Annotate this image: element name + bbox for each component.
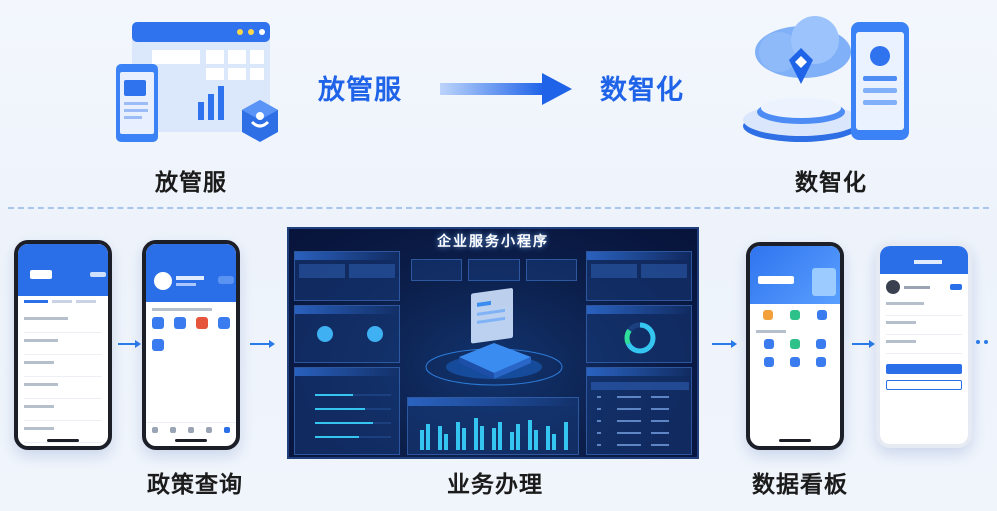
cloud-platform-illustration — [735, 8, 915, 148]
dashboard-title: 企业服务小程序 — [437, 234, 549, 250]
service-icon[interactable] — [789, 310, 800, 320]
service-icon[interactable] — [174, 317, 186, 329]
panel-bar-chart — [407, 397, 579, 455]
caption-fangguanfu: 放管服 — [155, 170, 227, 196]
bar-chart — [420, 418, 568, 450]
donut-chart — [624, 322, 656, 354]
service-icon[interactable] — [762, 310, 773, 320]
service-icon[interactable] — [196, 317, 208, 329]
avatar — [154, 272, 172, 290]
panel-right-3 — [586, 367, 692, 455]
service-icon[interactable] — [790, 339, 800, 349]
more-dots — [976, 340, 988, 344]
digital-government-illustration — [110, 12, 280, 150]
section-divider — [8, 207, 989, 209]
phone-banner — [750, 246, 840, 304]
secondary-button[interactable] — [886, 380, 962, 390]
phone-header — [146, 244, 236, 302]
avatar — [886, 280, 900, 294]
heading-shuzhihua: 数智化 — [600, 75, 684, 106]
dashboard-screen: 企业服务小程序 — [287, 227, 699, 459]
service-icon[interactable] — [817, 310, 828, 320]
service-icon[interactable] — [790, 357, 800, 367]
service-icon[interactable] — [764, 357, 774, 367]
panel-right-1 — [586, 251, 692, 301]
caption-policy-query: 政策查询 — [147, 472, 243, 498]
flow-arrow-3 — [712, 340, 737, 348]
tab-icon[interactable] — [170, 426, 176, 433]
transform-arrow — [440, 73, 572, 105]
data-table — [591, 382, 689, 446]
tab-icon[interactable] — [206, 426, 212, 433]
panel-left-2 — [294, 305, 400, 363]
heading-fangguanfu: 放管服 — [318, 75, 402, 106]
phone-header — [18, 244, 108, 296]
panel-left-1 — [294, 251, 400, 301]
browser-phone-icon — [116, 22, 278, 142]
phone-profile-services — [142, 240, 240, 450]
service-icon[interactable] — [816, 339, 826, 349]
service-icon[interactable] — [152, 317, 164, 329]
tab-bar — [146, 422, 236, 436]
flow-arrow-1 — [118, 340, 141, 348]
phone-data-board — [746, 242, 844, 450]
phone-account-settings — [876, 242, 972, 448]
platform-illustration — [425, 288, 563, 386]
panel-right-2 — [586, 305, 692, 363]
flow-arrow-4 — [852, 340, 875, 348]
phone-policy-list — [14, 240, 112, 450]
flow-arrow-2 — [250, 340, 275, 348]
logo-icon — [30, 270, 52, 279]
caption-business-handling: 业务办理 — [447, 472, 543, 498]
tab-icon[interactable] — [188, 426, 194, 433]
service-icon[interactable] — [218, 317, 230, 329]
stat-card — [411, 259, 463, 281]
progress-bars — [315, 394, 391, 438]
badge — [950, 284, 962, 290]
service-icon[interactable] — [816, 357, 826, 367]
service-icon[interactable] — [152, 339, 164, 351]
caption-data-board: 数据看板 — [752, 472, 848, 498]
cloud-phone-icon — [743, 16, 909, 142]
arrow-right-icon — [440, 73, 572, 105]
tab-icon[interactable] — [152, 426, 158, 433]
service-icon[interactable] — [764, 339, 774, 349]
panel-left-3 — [294, 367, 400, 455]
tab-icon[interactable] — [224, 426, 230, 433]
stat-card — [525, 259, 577, 281]
caption-shuzhihua: 数智化 — [795, 170, 867, 196]
stat-card — [468, 259, 520, 281]
primary-button[interactable] — [886, 364, 962, 374]
service-icon — [317, 326, 333, 342]
phone-header — [880, 246, 968, 274]
service-icon — [367, 326, 383, 342]
